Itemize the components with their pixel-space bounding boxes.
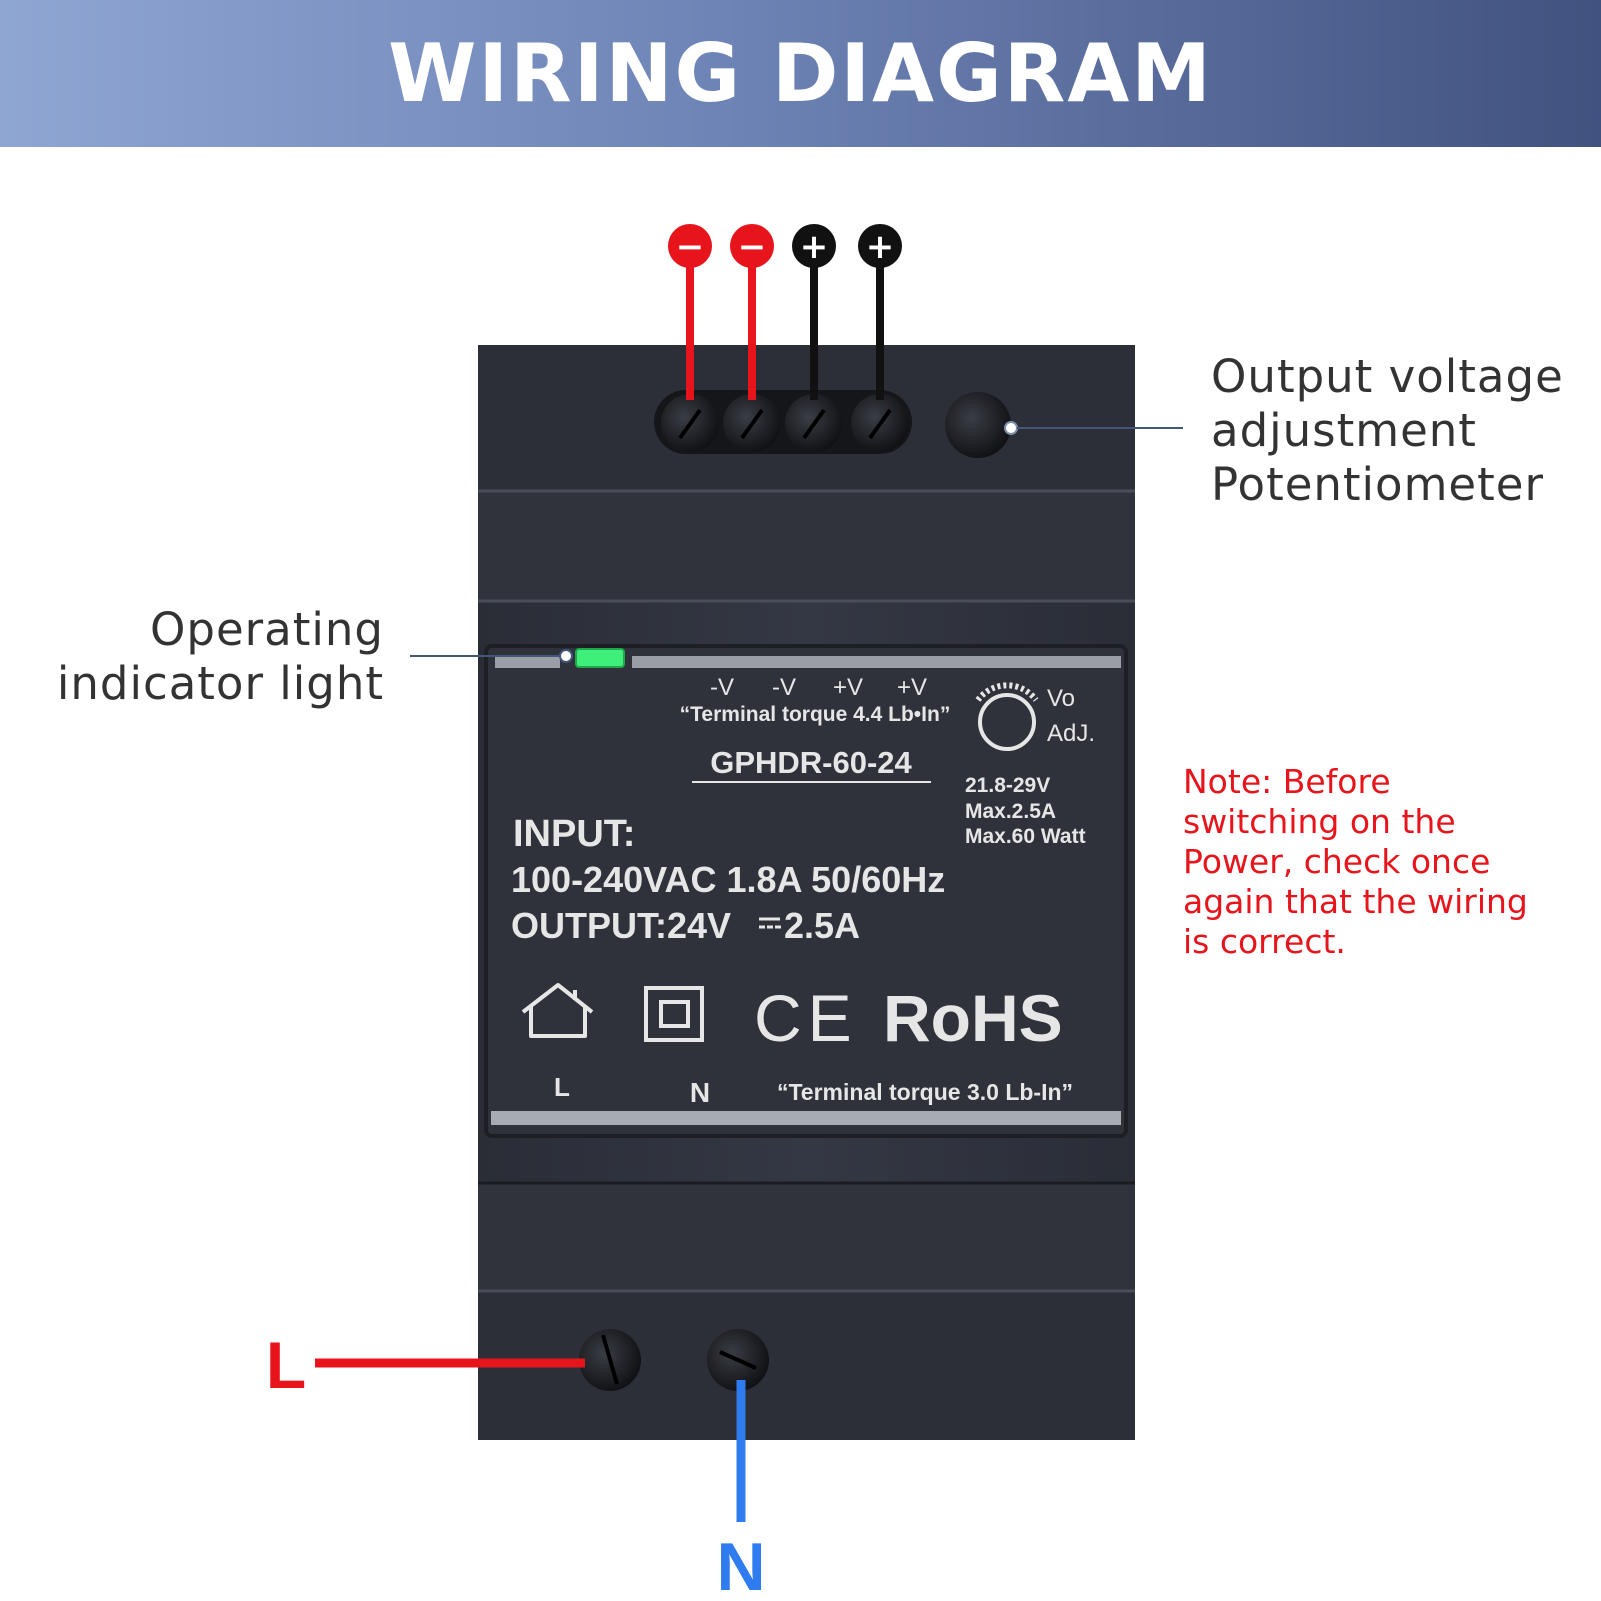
output-label: OUTPUT:24V [511, 905, 731, 946]
rohs-mark: RoHS [883, 981, 1063, 1055]
polarity-symbol-1: − [676, 227, 705, 267]
indicator-callout-line-2: indicator light [56, 657, 384, 710]
output-wires: −−++ [668, 224, 902, 400]
live-label: L [266, 1328, 306, 1402]
terminal-label-1: -V [710, 674, 734, 701]
potentiometer-knob[interactable] [945, 392, 1018, 458]
operating-indicator-led [575, 648, 625, 668]
terminal-screw-N[interactable] [707, 1329, 769, 1391]
double-insulation-icon [644, 986, 704, 1042]
dc-symbol [759, 917, 781, 929]
page-title: WIRING DIAGRAM [388, 27, 1213, 120]
neutral-label: N [716, 1529, 765, 1601]
safety-note-line-1: Note: Before [1183, 762, 1391, 801]
potentiometer-callout: Output voltage adjustment Potentiometer [1211, 350, 1564, 512]
adj-label: AdJ. [1047, 720, 1095, 747]
terminal-screw-2[interactable] [723, 394, 781, 452]
input-rating: 100-240VAC 1.8A 50/60Hz [511, 859, 945, 900]
polarity-symbol-2: − [738, 227, 767, 267]
terminal-screw-3[interactable] [785, 394, 843, 452]
spec-max-power: Max.60 Watt [965, 825, 1086, 848]
polarity-symbol-4: + [866, 227, 895, 267]
polarity-symbol-3: + [800, 227, 829, 267]
plate-text: -V -V +V +V “Terminal torque 4.4 Lb•In” … [511, 674, 1095, 1108]
potentiometer-callout-line-1: Output voltage [1211, 350, 1564, 403]
output-wire-3: + [792, 224, 836, 400]
top-terminal-torque: “Terminal torque 4.4 Lb•In” [680, 703, 951, 726]
spec-max-current: Max.2.5A [965, 800, 1056, 823]
plate-label-N: N [690, 1077, 710, 1108]
indicator-callout-line-1: Operating [150, 603, 384, 656]
terminal-label-4: +V [897, 674, 927, 701]
housing-step-lower [478, 1182, 1135, 1292]
house-icon [521, 983, 594, 1038]
output-wire-2: − [730, 224, 774, 400]
vo-label: Vo [1047, 685, 1075, 712]
model-number: GPHDR-60-24 [710, 745, 912, 780]
output-wire-4: + [858, 224, 902, 400]
spec-voltage-range: 21.8-29V [965, 774, 1050, 797]
output-rating: 2.5A [784, 905, 860, 946]
safety-note-line-2: switching on the [1183, 802, 1456, 841]
safety-note: Note: Before switching on the Power, che… [1183, 762, 1528, 962]
terminal-screw-4[interactable] [851, 394, 909, 452]
output-terminals [654, 390, 1018, 458]
plate-rail-bottom [491, 1111, 1121, 1125]
safety-note-line-4: again that the wiring [1183, 882, 1528, 921]
input-label: INPUT: [513, 813, 635, 855]
potentiometer-callout-line-2: adjustment [1211, 404, 1477, 457]
plate-label-L: L [554, 1072, 570, 1102]
bottom-terminal-torque: “Terminal torque 3.0 Lb-In” [777, 1079, 1073, 1105]
input-terminals [579, 1329, 769, 1391]
terminal-screw-L[interactable] [579, 1329, 641, 1391]
terminal-screw-1[interactable] [661, 394, 719, 452]
safety-note-line-5: is correct. [1183, 922, 1346, 961]
potentiometer-callout-line-3: Potentiometer [1211, 458, 1544, 511]
title-banner: WIRING DIAGRAM [0, 0, 1601, 147]
ce-mark: CE [754, 981, 858, 1055]
safety-note-line-3: Power, check once [1183, 842, 1491, 881]
terminal-label-2: -V [772, 674, 796, 701]
plate-rail-top-left [495, 656, 560, 668]
potentiometer-dial-icon [975, 682, 1039, 751]
plate-rail-top-right [632, 656, 1121, 668]
output-wire-1: − [668, 224, 712, 400]
housing-step-upper [478, 490, 1135, 600]
terminal-label-3: +V [833, 674, 863, 701]
indicator-callout: Operating indicator light [57, 603, 384, 711]
